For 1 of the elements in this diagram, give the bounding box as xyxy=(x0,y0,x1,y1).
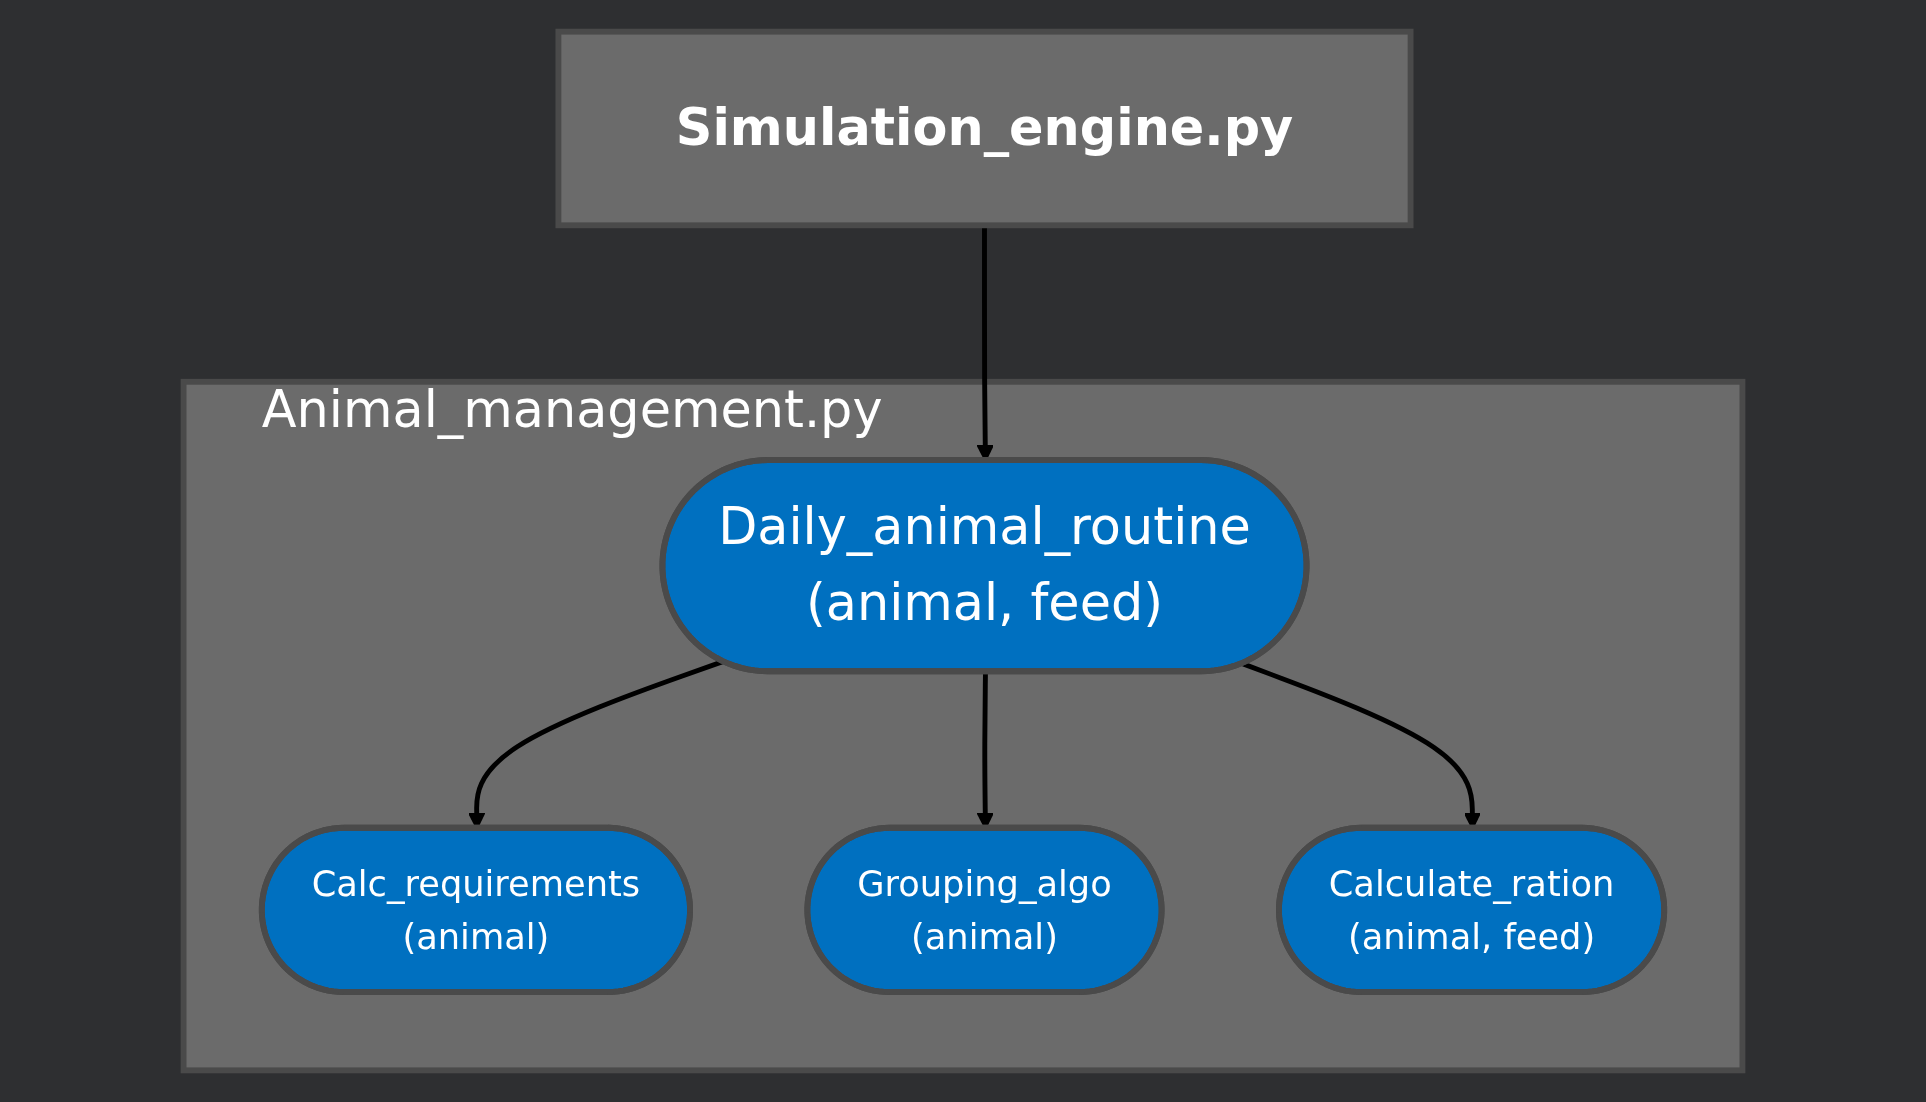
node-box: Simulation_engine.py xyxy=(555,28,1414,229)
